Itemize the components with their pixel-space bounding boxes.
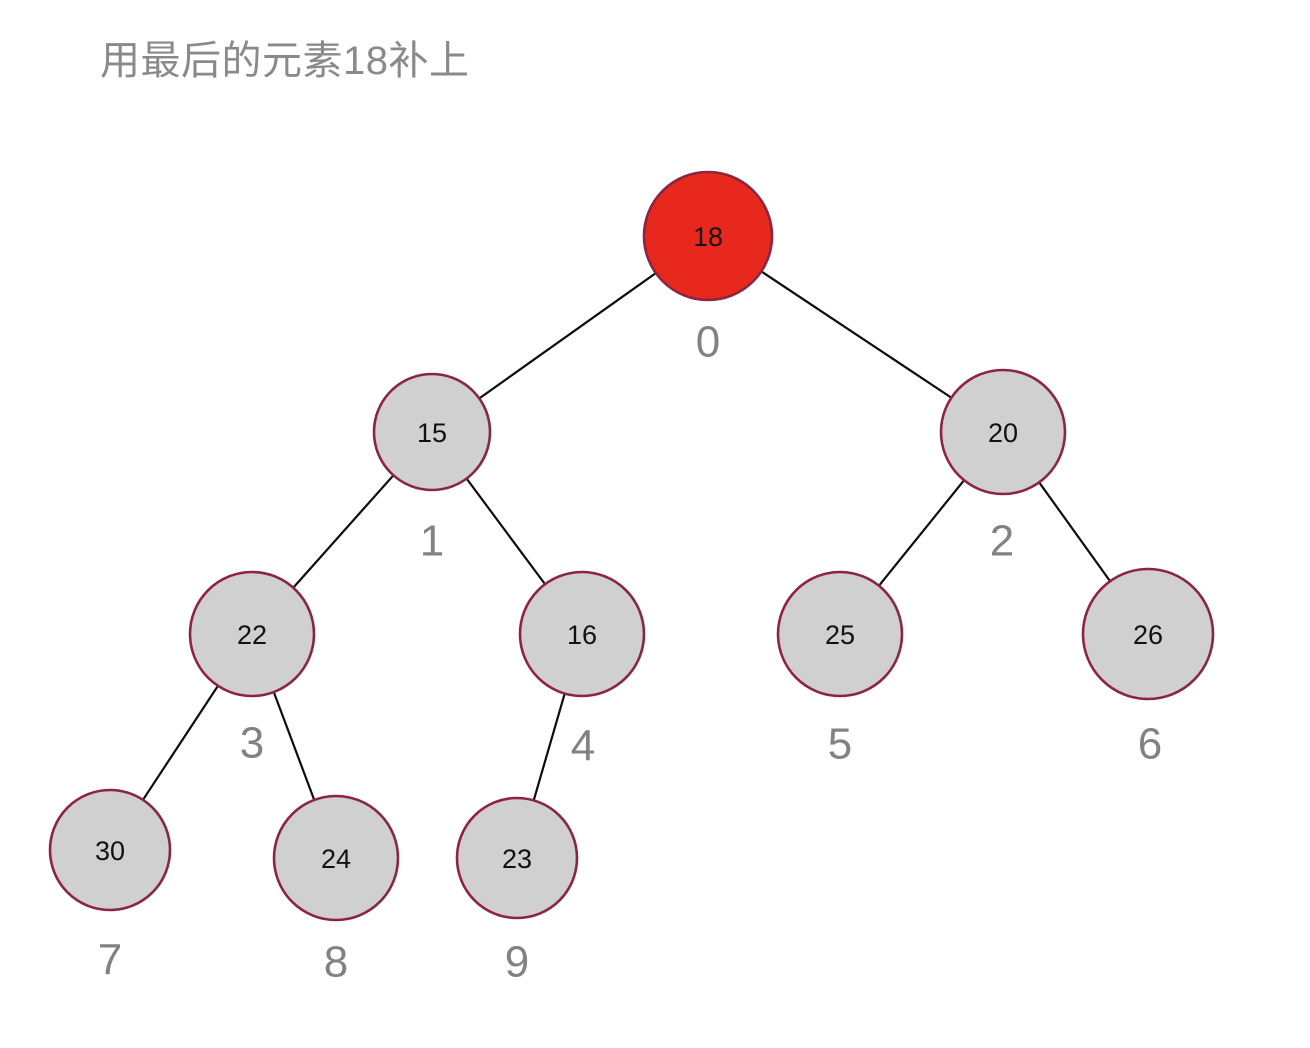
tree-node[interactable]: 24 — [272, 794, 400, 922]
tree-node[interactable]: 30 — [48, 788, 172, 912]
node-circle[interactable] — [1081, 567, 1215, 701]
tree-edge — [141, 683, 220, 802]
tree-edge — [1037, 480, 1112, 584]
tree-node[interactable]: 16 — [518, 570, 646, 698]
node-circle[interactable] — [518, 570, 646, 698]
tree-edge — [532, 691, 567, 803]
node-value-label: 16 — [567, 620, 597, 650]
node-value-label: 15 — [417, 418, 447, 448]
tree-node[interactable]: 25 — [776, 570, 904, 698]
node-value-label: 23 — [502, 844, 532, 874]
node-index-label: 3 — [240, 719, 264, 768]
node-circle[interactable] — [372, 372, 492, 492]
tree-edge — [477, 271, 658, 401]
edges-layer — [141, 269, 1112, 803]
tree-node[interactable]: 15 — [372, 372, 492, 492]
node-index-label: 2 — [990, 517, 1014, 566]
node-index-label: 4 — [571, 722, 595, 771]
node-circle[interactable] — [48, 788, 172, 912]
tree-node[interactable]: 26 — [1081, 567, 1215, 701]
node-circle[interactable] — [776, 570, 904, 698]
tree-node[interactable]: 23 — [455, 796, 579, 920]
node-value-label: 25 — [825, 620, 855, 650]
node-circle[interactable] — [455, 796, 579, 920]
node-value-label: 30 — [95, 836, 125, 866]
tree-edge — [877, 478, 966, 588]
node-index-label: 0 — [696, 318, 720, 367]
node-value-label: 24 — [321, 844, 351, 874]
node-index-label: 6 — [1138, 720, 1162, 769]
node-index-label: 9 — [505, 938, 529, 987]
tree-node[interactable]: 20 — [939, 368, 1067, 496]
node-value-label: 18 — [693, 222, 723, 252]
node-value-label: 22 — [237, 620, 267, 650]
node-index-label: 1 — [420, 517, 444, 566]
node-circle-highlighted[interactable] — [642, 170, 774, 302]
node-circle[interactable] — [939, 368, 1067, 496]
tree-node[interactable]: 18 — [642, 170, 774, 302]
tree-edge — [291, 473, 396, 590]
tree-edge — [464, 476, 547, 587]
node-value-label: 20 — [988, 418, 1018, 448]
node-index-label: 8 — [324, 938, 348, 987]
tree-edge — [272, 690, 316, 802]
node-circle[interactable] — [272, 794, 400, 922]
tree-node[interactable]: 22 — [188, 570, 316, 698]
node-circle[interactable] — [188, 570, 316, 698]
node-index-label: 7 — [98, 936, 122, 985]
page-title: 用最后的元素18补上 — [100, 39, 470, 83]
tree-edge — [759, 269, 954, 400]
node-value-label: 26 — [1133, 620, 1163, 650]
node-index-label: 5 — [828, 720, 852, 769]
